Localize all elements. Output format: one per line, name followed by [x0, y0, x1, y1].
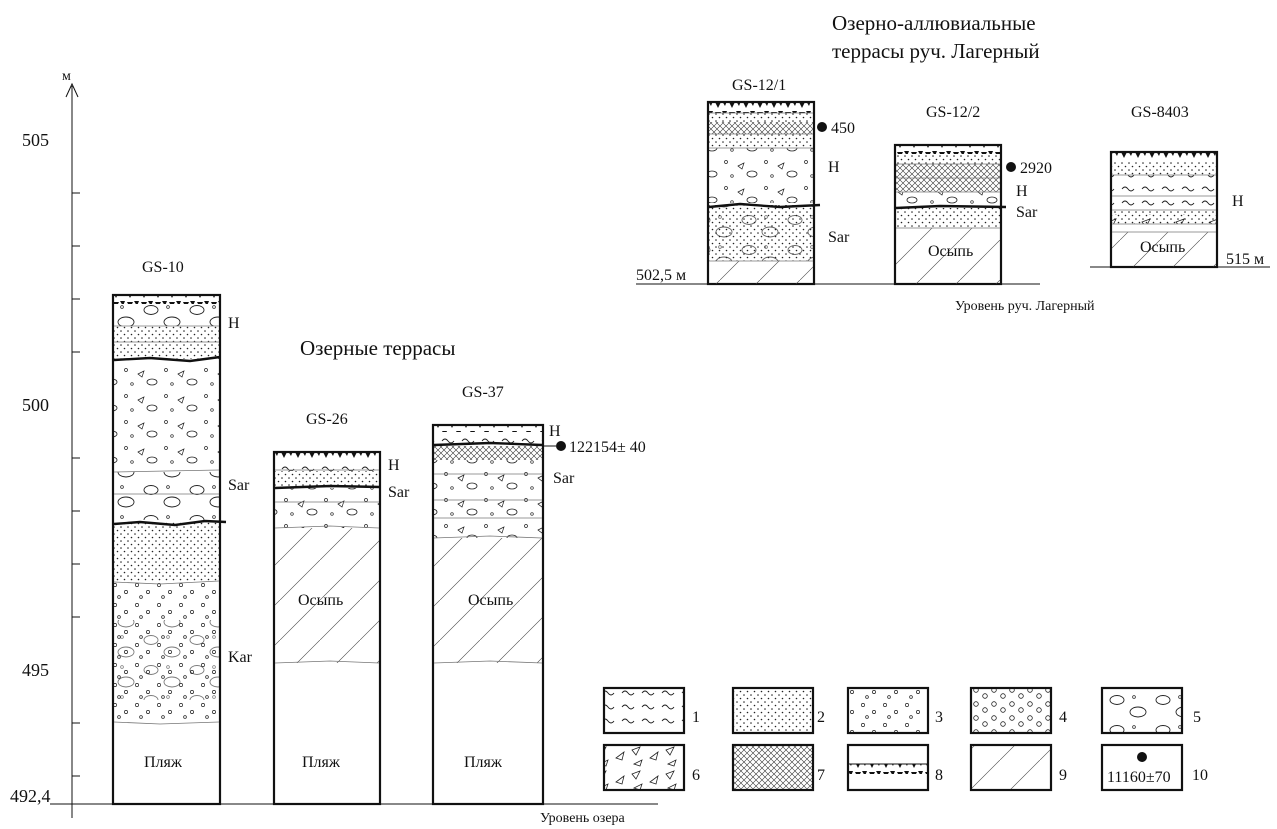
date-marker-icon [556, 441, 566, 451]
radiocarbon-date: 122154± 40 [569, 439, 646, 456]
section-gs-12-2: GS-12/2 2920 H Sar Осыпь [893, 104, 1052, 286]
beach-label: Пляж [302, 754, 341, 771]
axis-unit: м [62, 69, 71, 84]
legend-num: 5 [1193, 709, 1201, 726]
label-kar: Kar [228, 649, 253, 666]
section-gs-37: GS-37 H 122154± 40 Sar Осыпь Пляж [431, 384, 646, 806]
label-sar: Sar [1016, 204, 1038, 221]
alluvial-title-line2: террасы руч. Лагерный [832, 39, 1040, 63]
legend-num: 4 [1059, 709, 1067, 726]
legend-item-10: 11160±70 10 [1100, 743, 1208, 792]
section-gs-26: GS-26 H Sar Осыпь Пляж [272, 411, 410, 806]
legend-num: 3 [935, 709, 943, 726]
label-h: H [549, 423, 561, 440]
beach-label: Пляж [144, 754, 183, 771]
legend-num: 1 [692, 709, 700, 726]
section-id: GS-26 [306, 411, 348, 428]
lake-level-label: Уровень озера [540, 811, 626, 826]
date-marker-icon [1006, 162, 1016, 172]
label-h: H [228, 315, 240, 332]
section-id: GS-10 [142, 259, 184, 276]
beach-label: Пляж [464, 754, 503, 771]
section-id: GS-12/2 [926, 104, 980, 121]
tick-495: 495 [22, 660, 49, 680]
legend-num: 9 [1059, 767, 1067, 784]
scree-label: Осыпь [468, 592, 513, 609]
legend-item-5: 5 [1100, 686, 1201, 735]
section-id: GS-37 [462, 384, 504, 401]
lake-terraces-title: Озерные террасы [300, 336, 455, 360]
legend-num: 10 [1192, 767, 1208, 784]
radiocarbon-date: 2920 [1020, 160, 1052, 177]
level-502: 502,5 м [636, 267, 686, 284]
legend-num: 8 [935, 767, 943, 784]
tick-500: 500 [22, 395, 49, 415]
date-marker-icon [1137, 752, 1147, 762]
date-marker-icon [817, 122, 827, 132]
label-sar: Sar [828, 229, 850, 246]
stream-level-label: Уровень руч. Лагерный [955, 299, 1095, 314]
legend-item-7: 7 [731, 743, 825, 792]
legend-item-3: 3 [846, 686, 943, 735]
alluvial-title-line1: Озерно-аллювиальные [832, 11, 1036, 35]
legend-num: 7 [817, 767, 825, 784]
tick-505: 505 [22, 130, 49, 150]
scree-label: Осыпь [928, 243, 973, 260]
label-sar: Sar [388, 484, 410, 501]
legend-item-2: 2 [731, 686, 825, 735]
legend-date-sample: 11160±70 [1107, 769, 1171, 786]
elevation-axis: м 505 500 495 492,4 [10, 69, 80, 818]
label-h: H [1232, 193, 1244, 210]
legend-item-8: 8 [846, 743, 943, 792]
section-id: GS-8403 [1131, 104, 1189, 121]
level-515: 515 м [1226, 251, 1264, 268]
tick-base: 492,4 [10, 786, 51, 806]
legend-item-1: 1 [602, 686, 700, 735]
scree-label: Осыпь [1140, 239, 1185, 256]
section-gs-8403: GS-8403 H Осыпь 515 м [1090, 104, 1270, 269]
legend-item-4: 4 [969, 686, 1067, 735]
legend-num: 6 [692, 767, 700, 784]
radiocarbon-date: 450 [831, 120, 855, 137]
legend-item-6: 6 [602, 743, 700, 792]
scree-label: Осыпь [298, 592, 343, 609]
legend-num: 2 [817, 709, 825, 726]
label-h: H [1016, 183, 1028, 200]
legend: 1 2 3 4 5 6 7 [602, 686, 1208, 792]
label-sar: Sar [228, 477, 250, 494]
label-h: H [828, 159, 840, 176]
section-gs-10: GS-10 H Sar Kar Пляж [111, 259, 253, 806]
section-id: GS-12/1 [732, 77, 786, 94]
label-sar: Sar [553, 470, 575, 487]
label-h: H [388, 457, 400, 474]
legend-item-9: 9 [969, 743, 1067, 792]
section-gs-12-1: GS-12/1 450 H Sar [706, 77, 855, 286]
